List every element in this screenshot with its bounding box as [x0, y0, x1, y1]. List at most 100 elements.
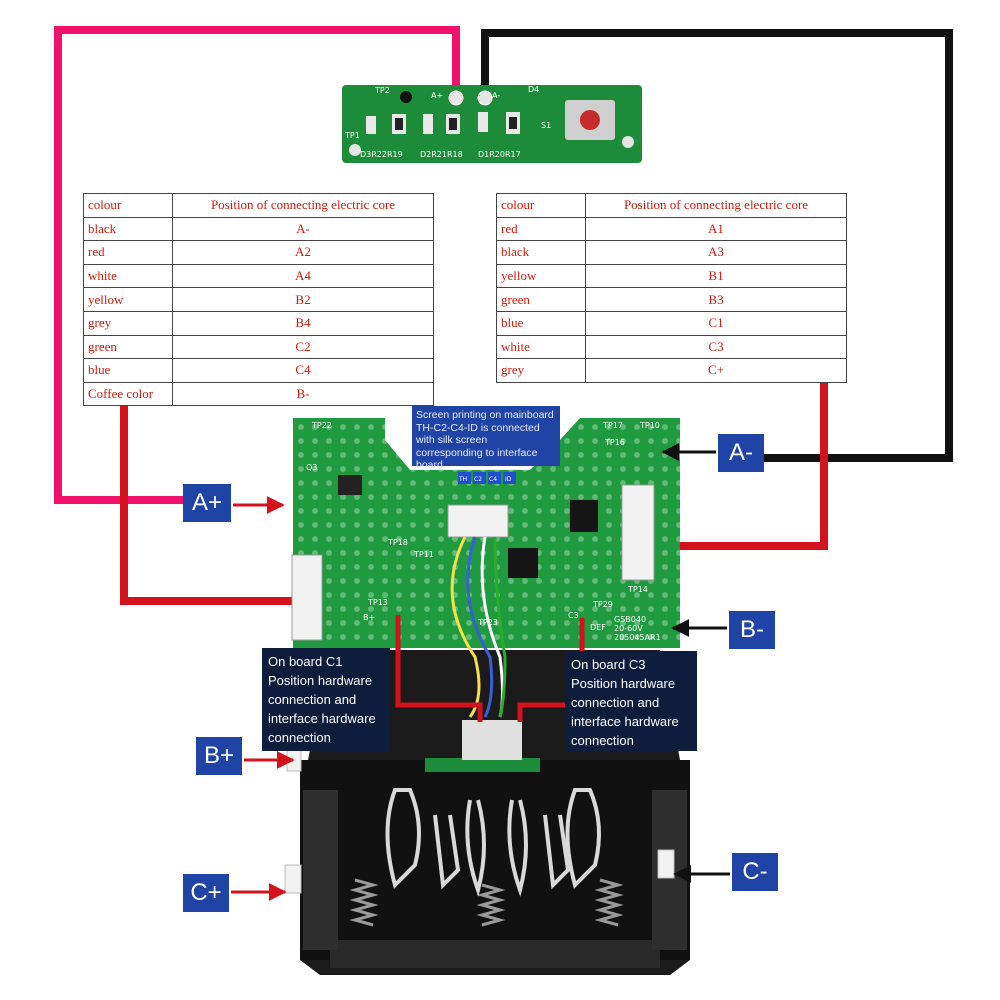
- silk-tp11: TP11: [413, 550, 434, 559]
- table-header-row: colour Position of connecting electric c…: [496, 193, 847, 218]
- note-on-board-c3: On board C3 Position hardware connection…: [565, 651, 697, 751]
- silk-tp18: TP18: [387, 538, 408, 547]
- cell-colour: blue: [83, 358, 173, 383]
- wire-black-a-minus: [481, 29, 953, 462]
- cell-colour: green: [496, 287, 586, 312]
- silk-def: DEF: [590, 623, 606, 632]
- cell-position: A-: [172, 216, 434, 242]
- cell-colour: grey: [496, 358, 586, 383]
- silk-d4: D4: [528, 85, 539, 94]
- silk-a-minus: A-: [492, 91, 500, 100]
- cell-position: B1: [585, 263, 847, 289]
- left-colour-table: colour Position of connecting electric c…: [83, 193, 434, 407]
- silk-q3: Q3: [306, 463, 317, 472]
- pad-c4: C4: [489, 476, 497, 483]
- wire-red-left: [120, 403, 293, 605]
- pad-c2: C2: [474, 476, 482, 483]
- cell-colour: green: [83, 334, 173, 360]
- note-on-board-c1: On board C1 Position hardware connection…: [262, 648, 390, 751]
- header-position: Position of connecting electric core: [172, 193, 434, 218]
- silk-gsb040: GSB040: [614, 615, 646, 624]
- silk-tp16: TP16: [604, 438, 625, 447]
- silk-tp17: TP17: [602, 421, 623, 430]
- wire-pink-a-plus: [54, 26, 460, 504]
- right-colour-table: colour Position of connecting electric c…: [496, 193, 847, 383]
- silk-tp14: TP14: [627, 585, 648, 594]
- interface-board-top: TP2 TP1 A+ A- D4 S1 D3R22R19 D2R21R18 D1…: [342, 85, 642, 163]
- connector-icon: [291, 554, 323, 641]
- silk-b-plus: B+: [363, 613, 375, 622]
- cell-position: A1: [585, 216, 847, 242]
- note-screen-printing: Screen printing on mainboard TH-C2-C4-ID…: [412, 406, 560, 471]
- cell-colour: yellow: [83, 287, 173, 312]
- label-c-minus: C-: [732, 853, 778, 891]
- header-position: Position of connecting electric core: [585, 193, 847, 218]
- silk-tp13: TP13: [367, 598, 388, 607]
- label-a-plus: A+: [183, 484, 231, 522]
- cell-position: C2: [172, 334, 434, 360]
- label-c-plus: C+: [183, 874, 229, 912]
- cell-position: C1: [585, 310, 847, 336]
- cell-position: A3: [585, 240, 847, 265]
- label-b-plus: B+: [196, 737, 242, 775]
- cell-colour: white: [83, 263, 173, 289]
- main-board: TH C2 C4 ID TP22 TP17 TP10 TP16 TP18 TP1…: [291, 418, 680, 722]
- silk-a-plus: A+: [431, 91, 443, 100]
- cell-colour: Coffee color: [83, 381, 173, 407]
- header-colour: colour: [83, 193, 173, 218]
- silk-d3: D3R22R19: [360, 150, 403, 159]
- silk-s1: S1: [541, 121, 551, 130]
- silk-tp1: TP1: [344, 131, 360, 140]
- pad-id: ID: [505, 476, 512, 483]
- table-header-row: colour Position of connecting electric c…: [83, 193, 434, 218]
- header-colour: colour: [496, 193, 586, 218]
- cell-colour: red: [496, 216, 586, 242]
- wire-red-right: [660, 380, 828, 550]
- screen-pads: TH C2 C4 ID: [458, 472, 516, 484]
- pad-th: TH: [458, 476, 467, 483]
- silk-d2: D2R21R18: [420, 150, 463, 159]
- cell-position: B3: [585, 287, 847, 312]
- label-a-minus: A-: [718, 434, 764, 472]
- silk-d1: D1R20R17: [478, 150, 521, 159]
- silk-tp29: TP29: [592, 600, 613, 609]
- cell-position: C+: [585, 358, 847, 383]
- cell-colour: yellow: [496, 263, 586, 289]
- cell-position: A4: [172, 263, 434, 289]
- connector-icon: [621, 484, 655, 581]
- cell-position: B2: [172, 287, 434, 312]
- label-b-minus: B-: [729, 611, 775, 649]
- cell-colour: blue: [496, 310, 586, 336]
- cell-position: C4: [172, 358, 434, 383]
- silk-tp22: TP22: [311, 421, 332, 430]
- cell-position: B4: [172, 310, 434, 336]
- cell-colour: black: [83, 216, 173, 242]
- terminal-spring-icon: [349, 878, 624, 927]
- cell-position: C3: [585, 334, 847, 360]
- cell-colour: white: [496, 334, 586, 360]
- silk-tp10: TP10: [639, 421, 660, 430]
- silk-voltage: 20-60V: [614, 624, 643, 633]
- cell-position: B-: [172, 381, 434, 407]
- cell-colour: red: [83, 240, 173, 265]
- cell-position: A2: [172, 240, 434, 265]
- cell-colour: black: [496, 240, 586, 265]
- silk-tp2: TP2: [374, 86, 390, 95]
- connector-icon: [447, 504, 509, 538]
- silk-c3: C3: [568, 611, 579, 620]
- silk-part-no: 205045AR1: [614, 633, 661, 642]
